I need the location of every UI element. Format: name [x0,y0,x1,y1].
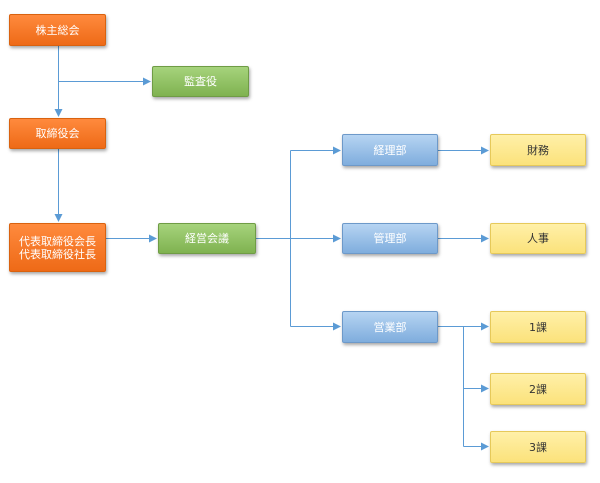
node-label: 2課 [529,382,547,396]
node-label: 株主総会 [35,23,80,37]
node-human-resources: 人事 [490,223,586,254]
node-accounting-department: 経理部 [342,134,438,166]
node-label: 人事 [527,232,549,245]
node-label: 管理部 [373,232,407,245]
node-finance: 財務 [490,134,586,166]
node-label: 経理部 [373,143,407,157]
node-section-3: 3課 [490,431,586,463]
node-label: 3課 [529,440,547,454]
node-section-1: 1課 [490,311,586,343]
node-label-line2: 代表取締役社長 [19,247,96,261]
node-auditor: 監査役 [152,66,249,97]
node-management-meeting: 経営会議 [158,223,256,254]
node-label: 営業部 [373,320,407,334]
node-sales-department: 営業部 [342,311,438,343]
node-label-line1: 代表取締役会長 [19,234,96,248]
node-section-2: 2課 [490,373,586,405]
node-label: 監査役 [184,75,217,88]
node-label: 1課 [529,320,547,334]
node-representative-directors: 代表取締役会長 代表取締役社長 [9,223,106,272]
node-label: 取締役会 [35,127,80,140]
node-board-of-directors: 取締役会 [9,118,106,149]
node-label: 経営会議 [185,232,229,245]
node-administration-department: 管理部 [342,223,438,254]
node-label: 財務 [527,143,549,157]
node-shareholders-meeting: 株主総会 [9,14,106,46]
